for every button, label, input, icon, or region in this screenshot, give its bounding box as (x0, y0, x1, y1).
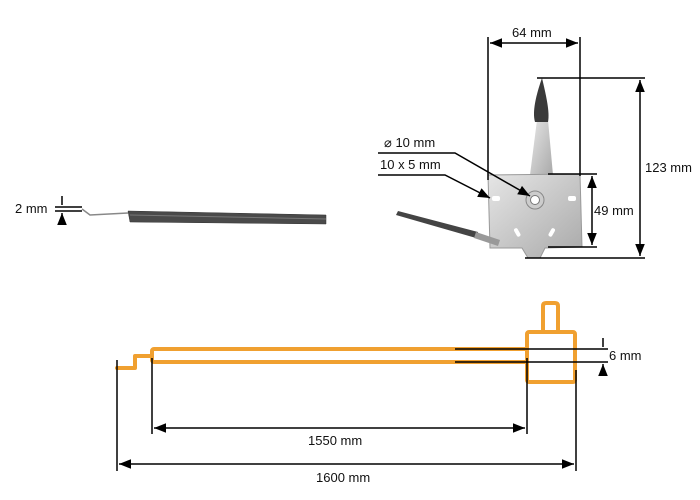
cable-end (396, 211, 478, 238)
hole-diameter-label: ⌀ 10 mm (384, 135, 435, 150)
height-label: 123 mm (645, 160, 692, 175)
sleeve-highlight (129, 214, 327, 220)
plate-height-label: 49 mm (594, 203, 634, 218)
cable-housing-box (525, 330, 577, 384)
mechanism-photo (396, 78, 583, 259)
cable-ferrule (474, 232, 500, 246)
slot-label: 10 x 5 mm (380, 157, 441, 172)
mounting-plate (487, 173, 583, 259)
mechanism-dimensions: 64 mm 123 mm 49 mm ⌀ 10 mm 10 x 5 mm (378, 25, 692, 259)
slot-left (492, 196, 500, 201)
slot-bottom-right (548, 228, 555, 237)
lever-arm (530, 120, 553, 175)
total-length-label: 1600 mm (316, 470, 370, 485)
lever-knob (533, 78, 549, 122)
cable-outline (150, 347, 529, 364)
cable-photo: 2 mm (15, 196, 327, 225)
cable-sleeve (127, 210, 327, 225)
hole-leader-line (378, 152, 531, 197)
slot-right (568, 196, 576, 201)
pivot-hole (530, 195, 540, 205)
cable-end-step (115, 354, 152, 370)
inner-wire (81, 208, 129, 216)
slot-leader-line (378, 174, 491, 199)
width-label: 64 mm (512, 25, 552, 40)
wire-diameter-label: 2 mm (15, 201, 48, 216)
cable-drawing: 6 mm 1550 mm 1600 mm (115, 301, 642, 485)
housing-stem (541, 301, 560, 334)
inner-length-label: 1550 mm (308, 433, 362, 448)
gap-label: 6 mm (609, 348, 642, 363)
slot-bottom-left (514, 228, 521, 237)
